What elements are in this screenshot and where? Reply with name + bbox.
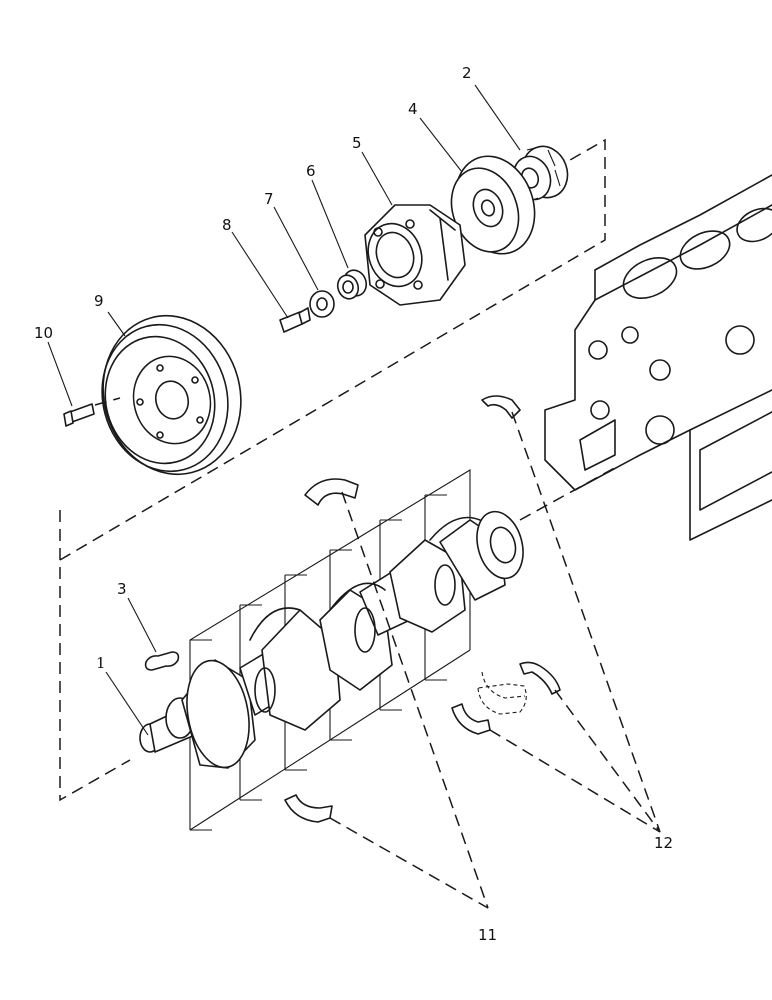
part-5-hub <box>364 204 466 306</box>
part-11-upper-bearing <box>304 478 359 506</box>
part-12-thrust-upper <box>481 395 521 419</box>
callout-3: 3 <box>117 580 127 598</box>
part-11-lower-bearing <box>284 794 333 823</box>
part-12-thrust-lower-right <box>519 661 561 695</box>
part-3-key <box>144 651 180 671</box>
callout-7: 7 <box>264 190 274 208</box>
part-7-washer <box>309 290 335 318</box>
callout-5: 5 <box>352 134 362 152</box>
dashed-leaders <box>329 411 661 909</box>
callout-10: 10 <box>34 324 54 342</box>
part-9-pulley <box>101 314 242 476</box>
crank-axis-line <box>94 397 121 406</box>
callout-2: 2 <box>462 64 472 82</box>
part-12-thrust-lower-left <box>451 703 491 735</box>
leader-lines <box>47 84 521 736</box>
callout-8: 8 <box>222 216 232 234</box>
part-6-bushing <box>336 269 368 300</box>
part-8-bolt <box>279 307 311 333</box>
callout-4: 4 <box>408 100 418 118</box>
part-4-timing-gear <box>450 155 536 255</box>
callout-1: 1 <box>96 654 106 672</box>
callout-6: 6 <box>306 162 316 180</box>
callout-11: 11 <box>478 926 498 944</box>
callout-9: 9 <box>94 292 104 310</box>
part-1-crankshaft <box>139 510 524 769</box>
callout-12: 12 <box>654 834 674 852</box>
part-10-bolt <box>63 403 95 427</box>
engine-block <box>544 174 772 541</box>
front-group-boundary <box>59 138 606 802</box>
part-12-thrust-dashed <box>477 671 527 715</box>
